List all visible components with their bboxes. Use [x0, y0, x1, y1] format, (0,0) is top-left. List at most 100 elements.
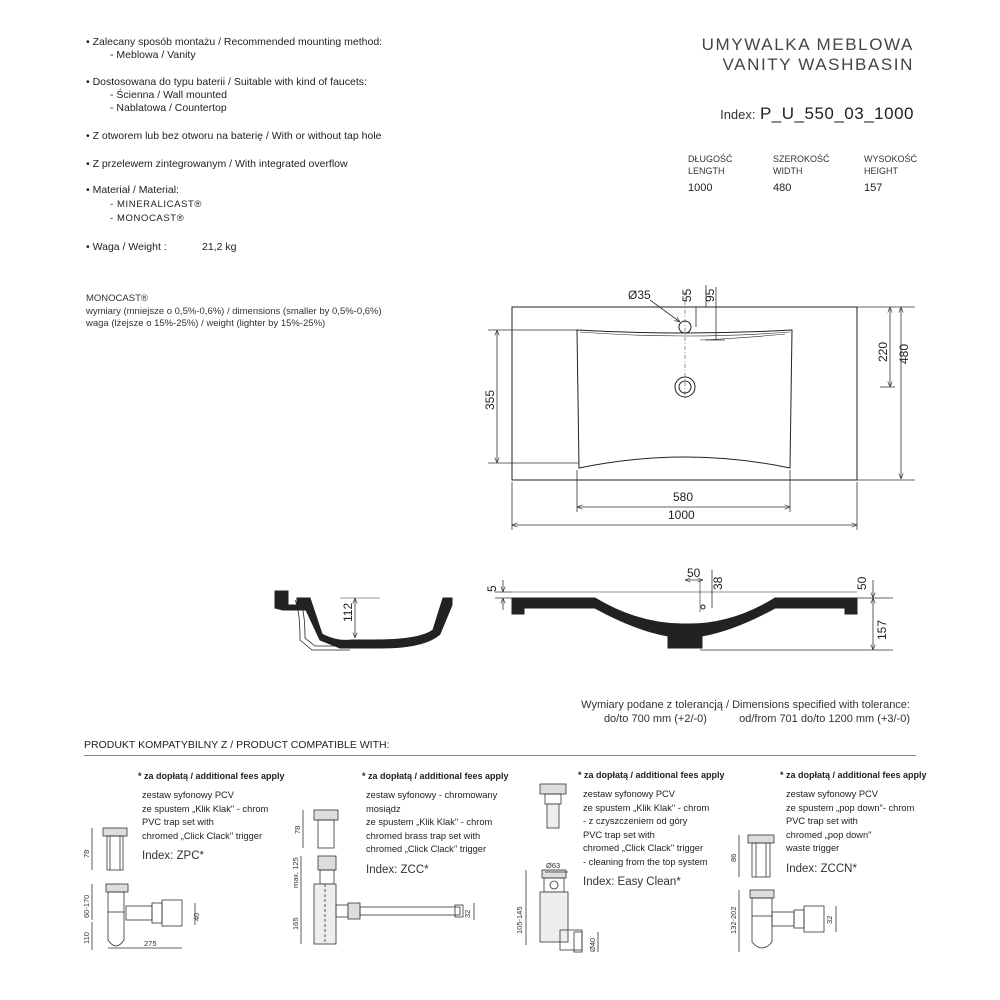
accessory-description: zestaw syfonowy PCV ze spustem „pop down… — [786, 788, 927, 856]
monocast-note-title: MONOCAST® — [86, 293, 148, 304]
zcc-trap-drawing — [300, 809, 475, 945]
tolerance-line1: Wymiary podane z tolerancją / Dimensions… — [581, 699, 910, 711]
index-value: P_U_550_03_1000 — [759, 104, 914, 123]
top-view-dimensions — [488, 285, 915, 530]
accessory-fees: * za dopłatą / additional fees apply — [578, 770, 725, 780]
desc-line: PVC trap set with — [786, 816, 858, 827]
technical-drawing: Ø35 55 95 220 480 355 580 1000 112 — [274, 285, 915, 651]
desc-line: PVC trap set with — [583, 829, 655, 840]
dim-157: 157 — [875, 620, 889, 640]
dim-height-pl: WYSOKOŚĆ — [864, 154, 918, 164]
desc-line: chromed „Click Clack" trigger — [583, 843, 704, 854]
zpc-dim-40: 40 — [192, 913, 201, 921]
dim-50-front: 50 — [687, 566, 701, 580]
basin-outline — [511, 306, 858, 481]
dim-length-en: LENGTH — [688, 166, 725, 176]
dim-width-pl: SZEROKOŚĆ — [773, 154, 830, 164]
accessory-index: Index: ZCCN* — [786, 862, 857, 875]
desc-line: mosiądz — [366, 803, 401, 814]
dim-480: 480 — [897, 344, 911, 364]
top-view — [511, 292, 858, 481]
desc-line: chromed „pop down" — [786, 829, 872, 840]
dim-38: 38 — [711, 576, 725, 590]
desc-line: zestaw syfonowy - chromowany — [366, 790, 498, 800]
tolerance-note: Wymiary podane z tolerancją / Dimensions… — [510, 698, 910, 726]
dim-220: 220 — [876, 342, 890, 362]
dim-50-side: 50 — [855, 576, 869, 590]
title-line-pl: UMYWALKA MEBLOWA — [701, 35, 914, 54]
index-label: Index: — [720, 107, 756, 122]
weight-value: 21,2 kg — [202, 241, 237, 253]
accessory-fees: * za dopłatą / additional fees apply — [780, 770, 927, 780]
easyclean-dim-40: Ø40 — [588, 938, 597, 952]
side-section — [274, 590, 453, 651]
dim-width-value: 480 — [773, 182, 792, 194]
easy-clean-trap-drawing — [525, 783, 599, 953]
zcc-dim-165: 165 — [291, 917, 300, 930]
desc-line: ze spustem „Klik Klak" - chrom — [583, 802, 710, 813]
mounting-value: - Meblowa / Vanity — [110, 49, 196, 61]
faucet-value-countertop: - Nablatowa / Countertop — [110, 102, 227, 114]
dim-112: 112 — [341, 603, 355, 622]
accessory-dim-labels: 78 60-170 110 275 40 78 max. 125 165 32 … — [82, 826, 834, 952]
compat-title: PRODUKT KOMPATYBILNY Z / PRODUCT COMPATI… — [84, 739, 390, 751]
zcc-dim-max125: max. 125 — [291, 857, 300, 888]
mounting-label: • Zalecany sposób montażu / Recommended … — [86, 36, 383, 48]
dim-height-value: 157 — [864, 182, 883, 194]
faucet-value-wall: - Ścienna / Wall mounted — [110, 89, 227, 101]
desc-line: ze spustem „Klik Klak" - chrom — [366, 817, 493, 828]
dim-5: 5 — [485, 585, 499, 592]
accessory-fees: * za dopłatą / additional fees apply — [362, 771, 509, 781]
dim-1000: 1000 — [668, 508, 695, 522]
accessory-index: Index: ZCC* — [366, 863, 429, 876]
dim-355: 355 — [483, 390, 497, 410]
desc-line: - z czyszczeniem od góry — [583, 816, 688, 827]
zccn-dim-86: 86 — [729, 854, 738, 862]
desc-line: zestaw syfonowy PCV — [142, 790, 234, 800]
zccn-dim-132-202: 132-202 — [729, 906, 738, 934]
accessory-zcc: * za dopłatą / additional fees apply zes… — [362, 771, 509, 876]
zcc-dim-78: 78 — [293, 826, 302, 834]
dim-taphole: Ø35 — [628, 288, 651, 302]
tolerance-from701: od/from 701 do/to 1200 mm (+3/-0) — [739, 713, 910, 725]
monocast-note: MONOCAST® wymiary (mniejsze o 0,5%-0,6%)… — [86, 293, 382, 331]
dim-width-en: WIDTH — [773, 166, 803, 176]
zpc-trap-drawing — [91, 827, 196, 950]
dim-length: DŁUGOŚĆ LENGTH 1000 — [688, 153, 733, 194]
easyclean-dim-105-145: 105-145 — [515, 906, 524, 934]
tolerance-to700: do/to 700 mm (+2/-0) — [603, 713, 707, 725]
dim-height: WYSOKOŚĆ HEIGHT 157 — [864, 153, 917, 194]
front-section — [511, 580, 858, 649]
material-mineralicast: - MINERALICAST® — [110, 199, 203, 210]
accessory-fees: * za dopłatą / additional fees apply — [138, 771, 285, 781]
zpc-dim-110: 110 — [82, 932, 91, 944]
top-view-labels: Ø35 55 95 220 480 355 580 1000 — [483, 288, 911, 522]
accessory-description: zestaw syfonowy PCV ze spustem „Klik Kla… — [142, 789, 285, 843]
zpc-dim-78: 78 — [82, 850, 91, 858]
zpc-dim-60-170: 60-170 — [82, 895, 91, 918]
easyclean-dim-63: Ø63 — [546, 861, 560, 870]
desc-line: ze spustem „pop down"- chrom — [786, 802, 915, 813]
accessory-zpc: * za dopłatą / additional fees apply zes… — [138, 771, 285, 862]
front-section-dimensions — [495, 570, 893, 651]
material-monocast: - MONOCAST® — [110, 213, 185, 224]
weight-label: • Waga / Weight : — [86, 241, 167, 253]
desc-line: chromed „Click Clack" trigger — [366, 844, 487, 855]
accessory-description: zestaw syfonowy PCV ze spustem „Klik Kla… — [583, 788, 725, 870]
dim-55: 55 — [680, 288, 694, 302]
desc-line: chromed „Click Clack" trigger — [142, 830, 263, 841]
desc-line: zestaw syfonowy PCV — [786, 789, 878, 799]
accessory-drawings: 78 60-170 110 275 40 78 max. 125 165 32 … — [82, 783, 837, 953]
tolerance-line2: do/to 700 mm (+2/-0) od/from 701 do/to 1… — [510, 712, 910, 726]
dim-height-en: HEIGHT — [864, 166, 899, 176]
product-title: UMYWALKA MEBLOWA VANITY WASHBASIN — [702, 35, 914, 75]
accessory-index: Index: Easy Clean* — [583, 875, 681, 888]
title-line-en: VANITY WASHBASIN — [722, 55, 914, 74]
zcc-dim-32: 32 — [463, 910, 472, 918]
compat-divider — [84, 755, 916, 756]
monocast-note-dimensions: wymiary (mniejsze o 0,5%-0,6%) / dimensi… — [86, 305, 382, 317]
overflow-info: • Z przelewem zintegrowanym / With integ… — [86, 158, 348, 170]
desc-line: ze spustem „Klik Klak" - chrom — [142, 803, 269, 814]
desc-line: zestaw syfonowy PCV — [583, 789, 675, 799]
dim-length-pl: DŁUGOŚĆ — [688, 154, 733, 164]
